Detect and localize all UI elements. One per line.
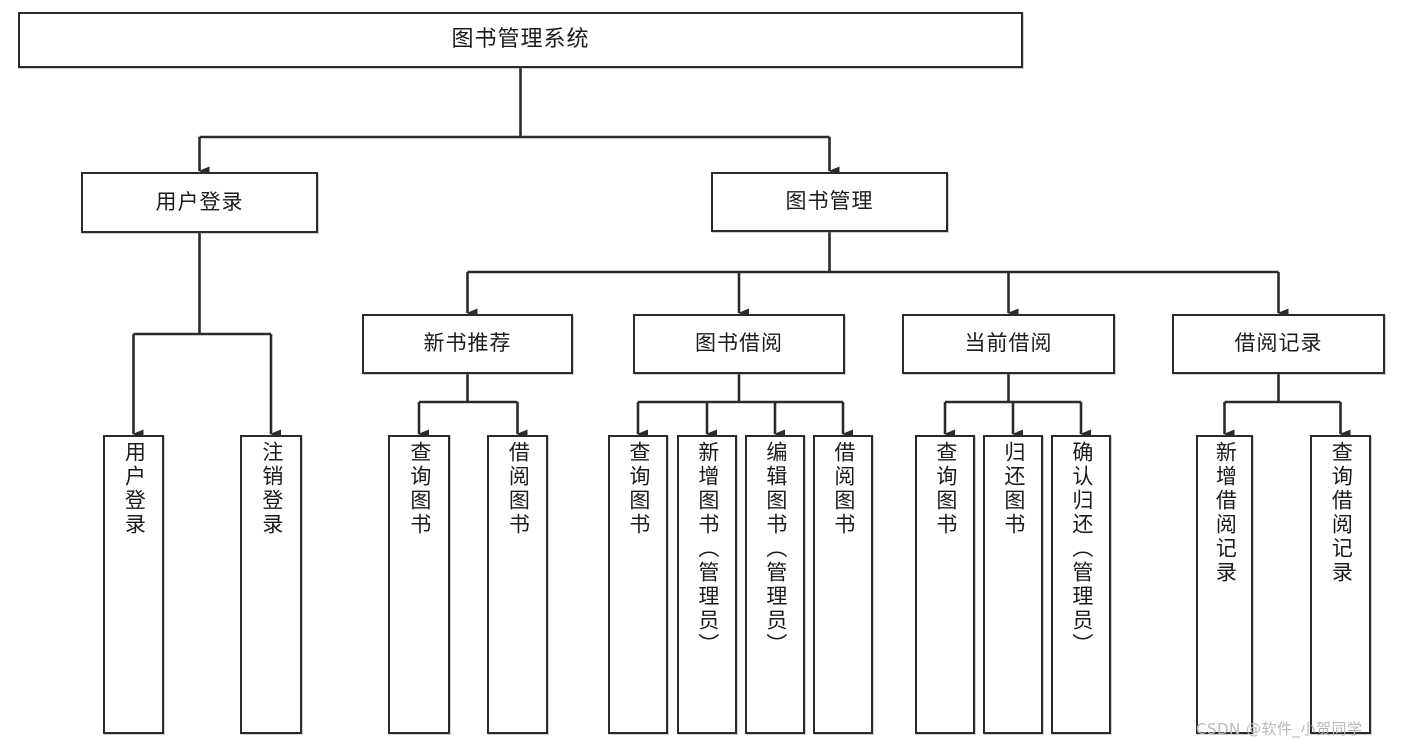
node-current-borrow[interactable]: 当前借阅	[902, 314, 1115, 374]
node-borrow-record[interactable]: 借阅记录	[1172, 314, 1385, 374]
watermark-csdn: CSDN @软件_小贺同学	[1196, 720, 1363, 738]
connector-group	[132, 68, 1351, 439]
leaf-add-borrow-record[interactable]: 新增借阅记录	[1196, 435, 1253, 734]
node-label: 借阅图书	[506, 441, 531, 537]
leaf-query-book-current[interactable]: 查询图书	[915, 435, 975, 734]
leaf-user-login[interactable]: 用户登录	[103, 435, 164, 734]
node-label: 图书管理系统	[451, 26, 590, 52]
node-label: 图书借阅	[695, 331, 783, 356]
leaf-confirm-return-admin[interactable]: 确认归还（管理员）	[1051, 435, 1111, 734]
node-label: 图书管理	[785, 189, 874, 214]
node-label: 借阅图书	[831, 441, 856, 537]
leaf-add-book-admin[interactable]: 新增图书（管理员）	[677, 435, 737, 734]
node-label: 用户登录	[155, 189, 244, 214]
node-label: 新增图书（管理员）	[695, 441, 720, 657]
node-label: 查询图书	[933, 441, 958, 537]
node-label: 查询图书	[407, 441, 432, 537]
leaf-query-book-recommend[interactable]: 查询图书	[388, 435, 450, 734]
leaf-borrow-book-recommend[interactable]: 借阅图书	[487, 435, 548, 734]
node-label: 用户登录	[122, 441, 147, 537]
leaf-borrow-book[interactable]: 借阅图书	[813, 435, 873, 734]
node-user-login[interactable]: 用户登录	[81, 172, 318, 233]
node-label: 查询借阅记录	[1329, 441, 1354, 585]
leaf-return-book[interactable]: 归还图书	[983, 435, 1043, 734]
node-label: 确认归还（管理员）	[1069, 441, 1094, 657]
leaf-edit-book-admin[interactable]: 编辑图书（管理员）	[745, 435, 805, 734]
node-label: 编辑图书（管理员）	[763, 441, 788, 657]
node-book-borrow[interactable]: 图书借阅	[633, 314, 845, 374]
leaf-query-borrow-record[interactable]: 查询借阅记录	[1310, 435, 1371, 734]
node-label: 新增借阅记录	[1213, 441, 1238, 585]
node-label: 借阅记录	[1234, 331, 1323, 356]
node-label: 当前借阅	[964, 331, 1053, 356]
node-book-manage[interactable]: 图书管理	[711, 172, 948, 232]
node-label: 查询图书	[626, 441, 651, 537]
leaf-query-book-borrow[interactable]: 查询图书	[608, 435, 668, 734]
node-new-book-recommend[interactable]: 新书推荐	[362, 314, 573, 374]
node-root-system[interactable]: 图书管理系统	[18, 12, 1023, 68]
node-label: 新书推荐	[423, 331, 512, 356]
node-label: 归还图书	[1001, 441, 1026, 537]
node-label: 注销登录	[259, 441, 284, 537]
leaf-logout[interactable]: 注销登录	[240, 435, 302, 734]
